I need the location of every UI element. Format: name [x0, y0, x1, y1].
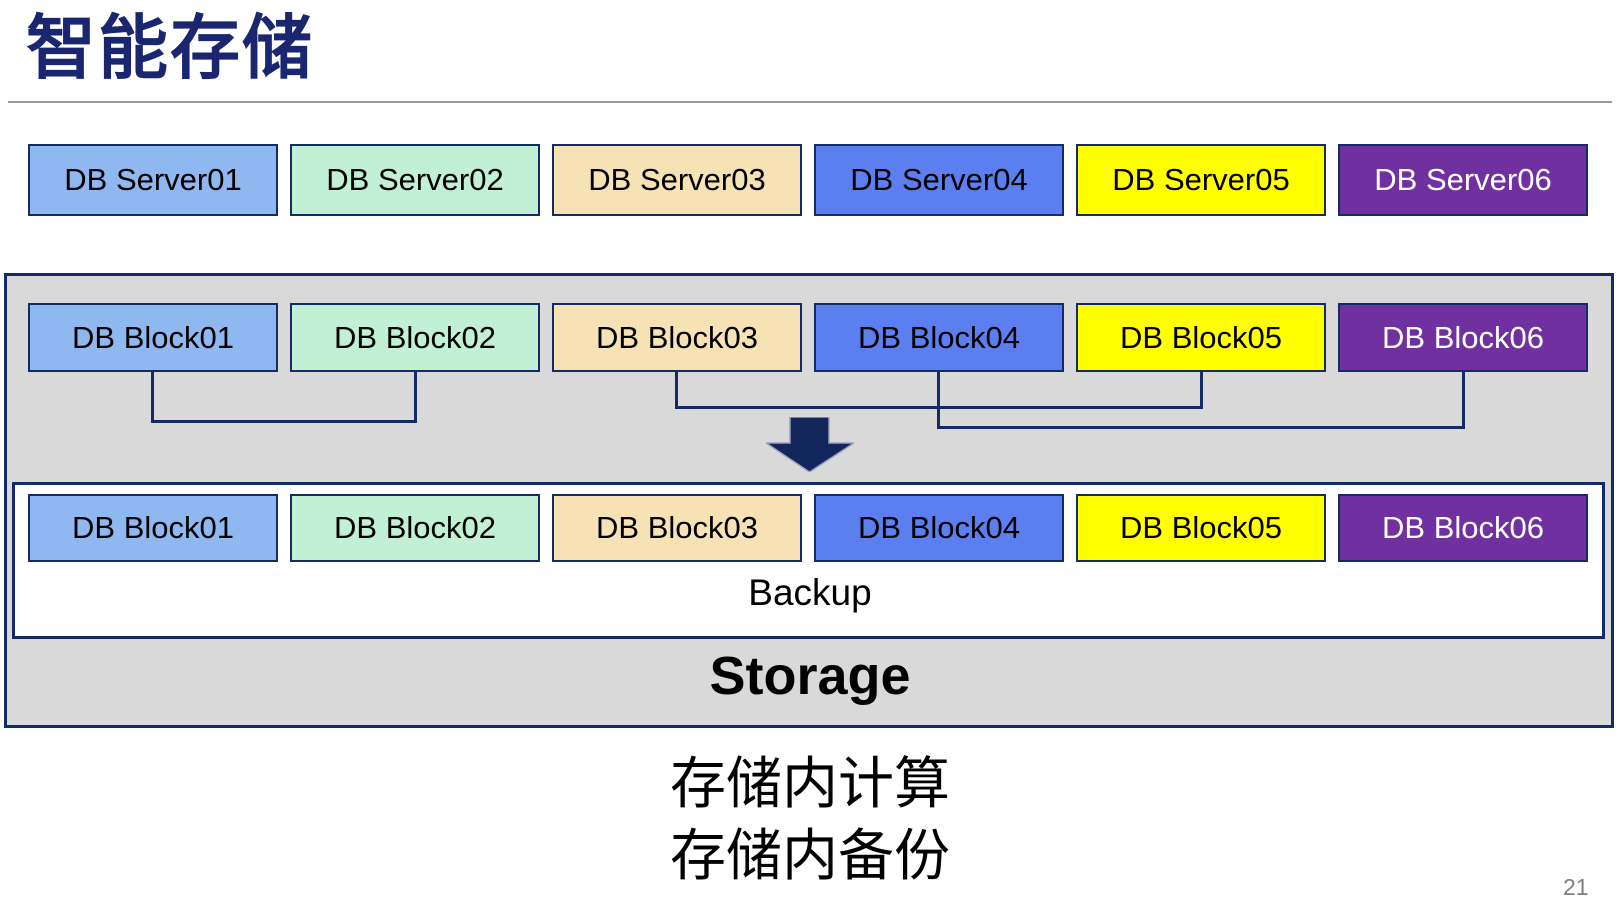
- caption-line-1: 存储内计算: [670, 752, 950, 815]
- db-server-box-03: DB Server03: [552, 144, 802, 216]
- db-server-box-02: DB Server02: [290, 144, 540, 216]
- db-block-top-04: DB Block04: [814, 303, 1064, 372]
- db-server-box-04: DB Server04: [814, 144, 1064, 216]
- backup-label: Backup: [748, 572, 872, 613]
- db-block-top-06: DB Block06: [1338, 303, 1588, 372]
- db-block-bottom-03: DB Block03: [552, 494, 802, 562]
- slide-title: 智能存储: [26, 9, 314, 87]
- db-block-row-bottom: DB Block01 DB Block02 DB Block03 DB Bloc…: [28, 494, 1588, 562]
- db-block-bottom-01: DB Block01: [28, 494, 278, 562]
- page-number: 21: [1563, 874, 1589, 900]
- db-block-row-top: DB Block01 DB Block02 DB Block03 DB Bloc…: [28, 303, 1588, 372]
- caption-block: 存储内计算 存储内备份: [0, 748, 1620, 892]
- title-divider: [8, 101, 1612, 103]
- storage-label: Storage: [709, 646, 911, 706]
- db-block-top-01: DB Block01: [28, 303, 278, 372]
- db-block-top-03: DB Block03: [552, 303, 802, 372]
- connector-bracket-block04-block06: [937, 372, 1465, 429]
- db-block-bottom-04: DB Block04: [814, 494, 1064, 562]
- db-server-box-01: DB Server01: [28, 144, 278, 216]
- connector-bracket-block01-block02: [151, 372, 417, 423]
- db-block-bottom-02: DB Block02: [290, 494, 540, 562]
- db-server-box-06: DB Server06: [1338, 144, 1588, 216]
- db-block-top-02: DB Block02: [290, 303, 540, 372]
- db-block-bottom-06: DB Block06: [1338, 494, 1588, 562]
- db-server-box-05: DB Server05: [1076, 144, 1326, 216]
- db-server-row: DB Server01 DB Server02 DB Server03 DB S…: [28, 144, 1588, 216]
- db-block-top-05: DB Block05: [1076, 303, 1326, 372]
- down-arrow-icon: [766, 417, 854, 472]
- caption-line-2: 存储内备份: [670, 824, 950, 887]
- db-block-bottom-05: DB Block05: [1076, 494, 1326, 562]
